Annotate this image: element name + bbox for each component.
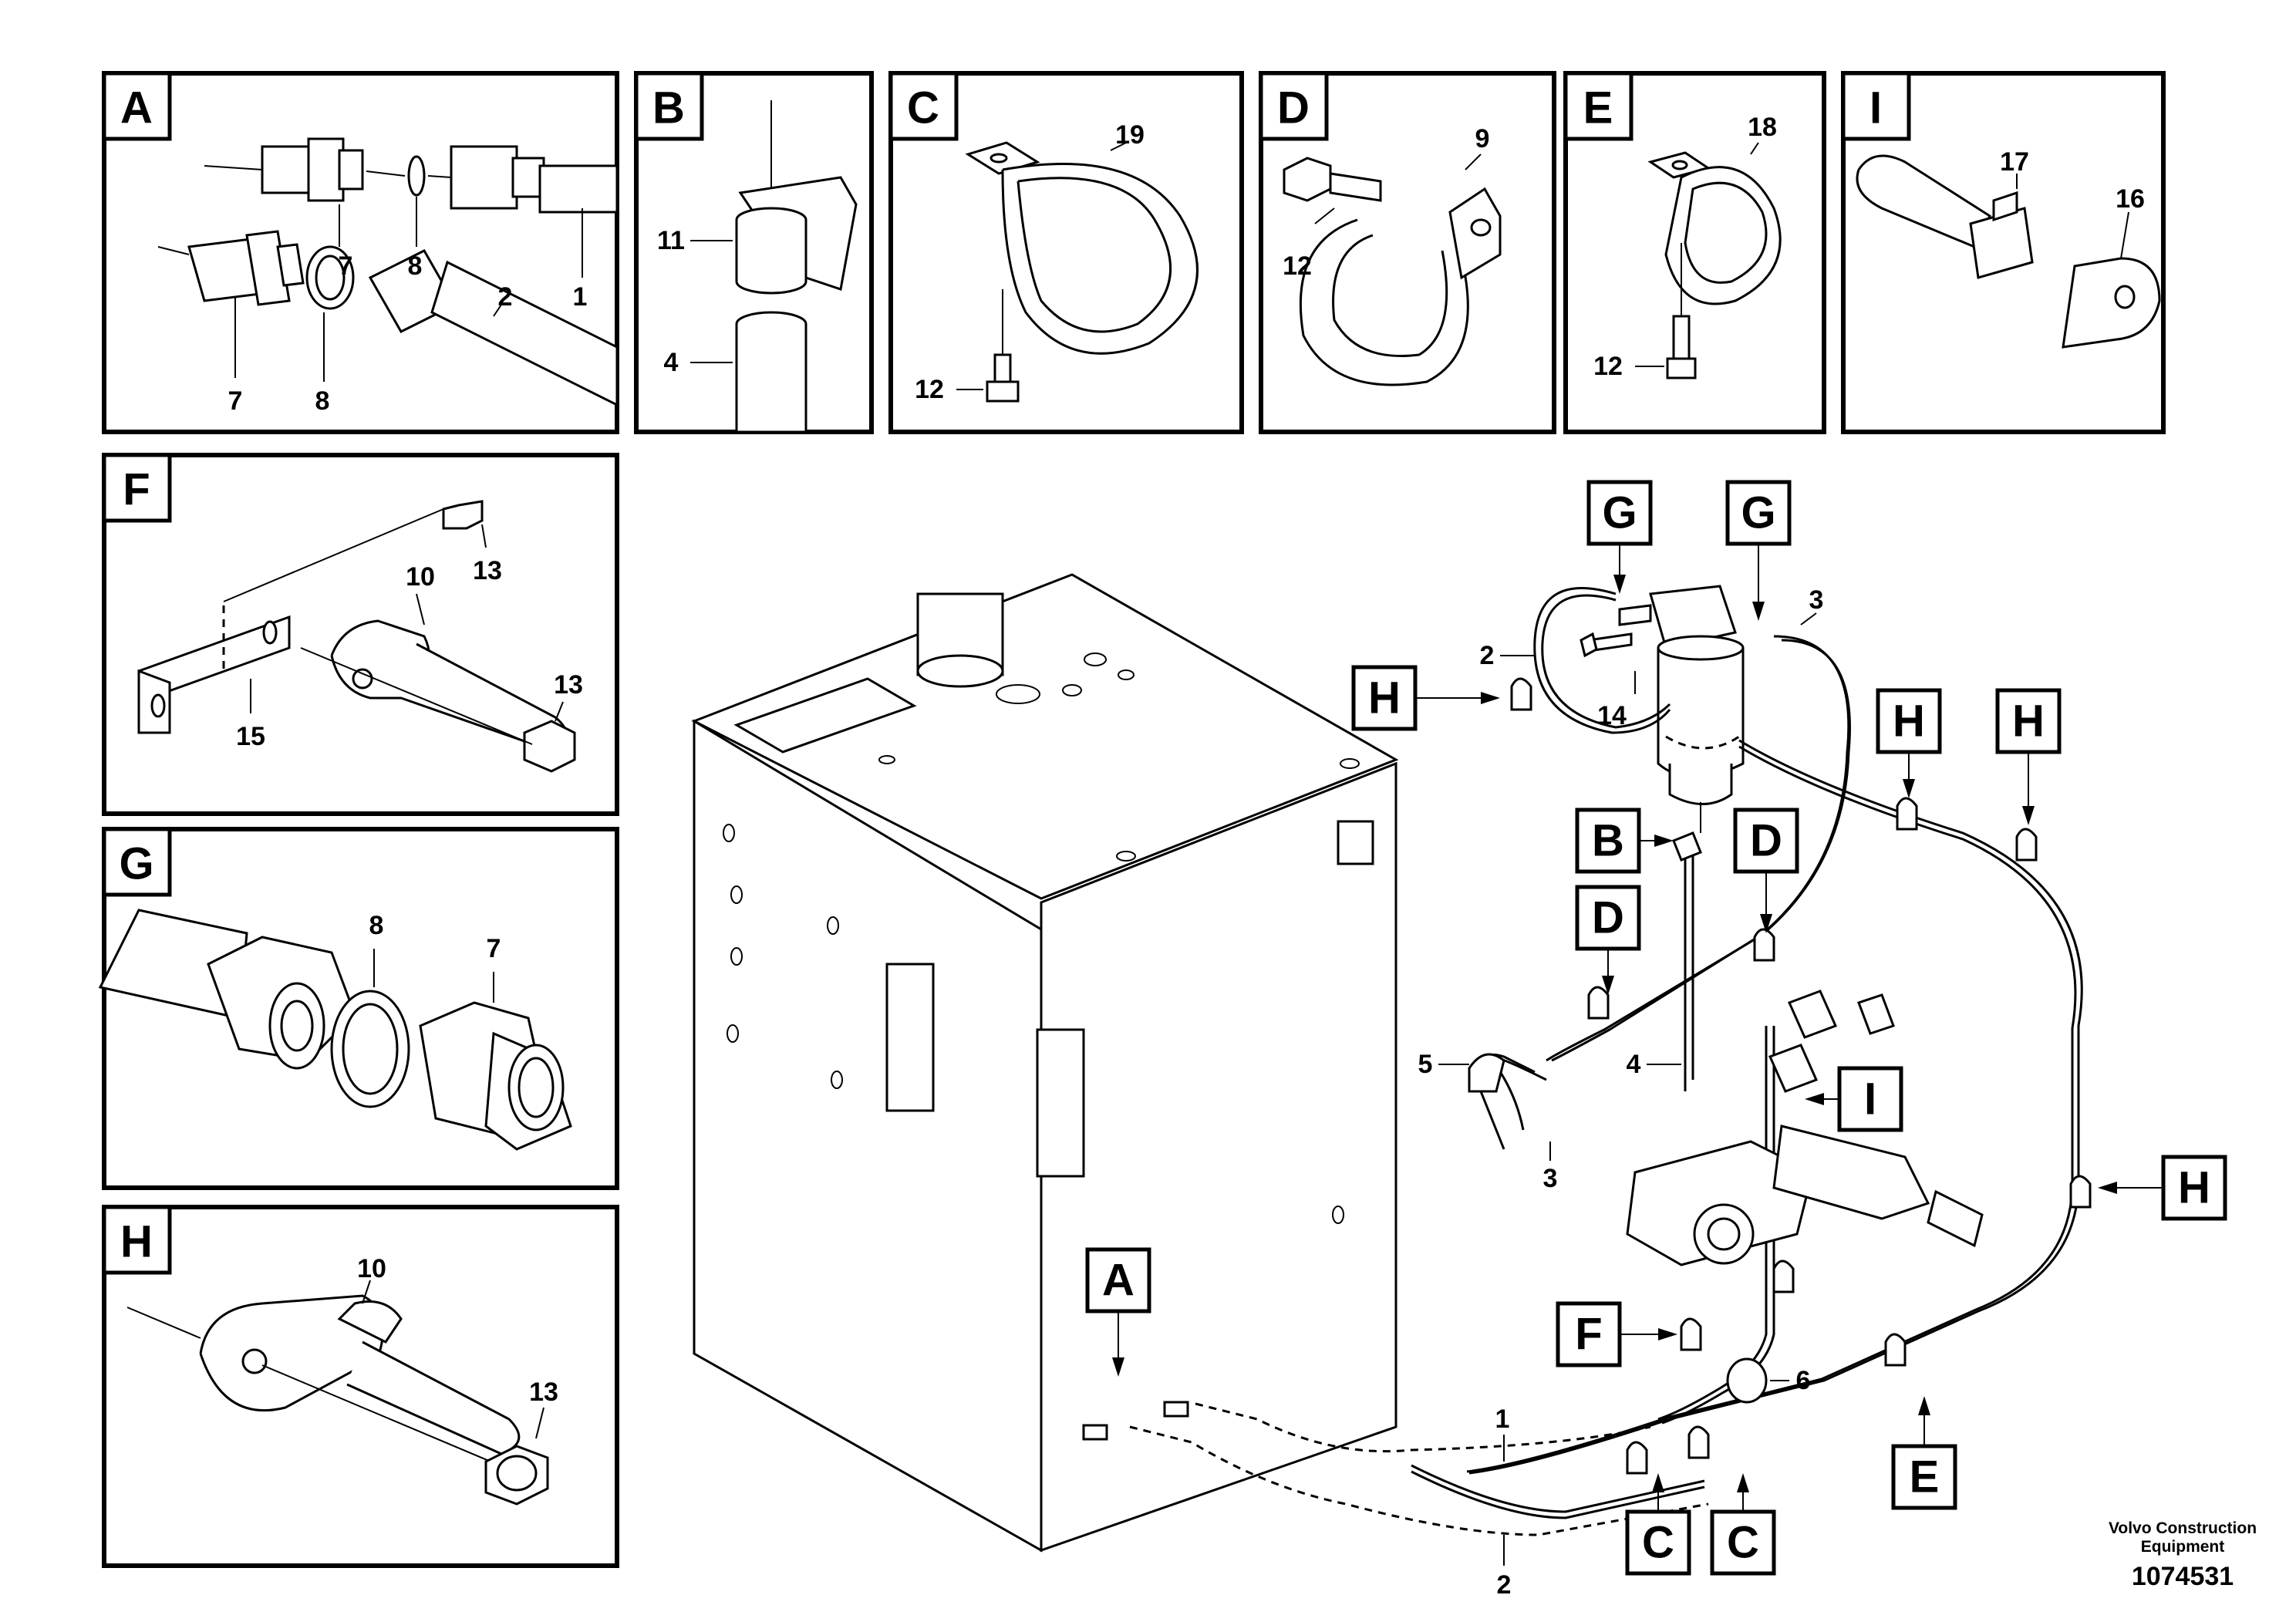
detail-panel-i: I 17 16: [1841, 71, 2166, 434]
label-f-13-lower: 13: [554, 670, 583, 700]
label-a-7-upper: 7: [339, 251, 353, 281]
label-a-7-lower: 7: [228, 386, 243, 416]
document-number: 1074531: [2132, 1562, 2234, 1591]
hose-clamps: [1468, 677, 2092, 1475]
label-main-2-lower: 2: [1497, 1570, 1512, 1600]
callout-c-left: C: [1642, 1518, 1674, 1568]
label-f-10: 10: [406, 562, 435, 592]
panel-letter-e: E: [1583, 83, 1613, 133]
label-main-3-upper: 3: [1809, 585, 1824, 615]
label-main-14: 14: [1597, 701, 1627, 730]
detail-panel-c: C 19 12: [888, 71, 1244, 434]
label-i-16: 16: [2116, 184, 2145, 214]
label-h-13: 13: [529, 1378, 558, 1407]
panel-letter-g: G: [119, 839, 153, 889]
label-main-1: 1: [1495, 1404, 1510, 1434]
detail-panel-g: G 8 7: [98, 827, 619, 1190]
injection-pump: [1626, 990, 1984, 1266]
panel-letter-d: D: [1277, 83, 1310, 133]
label-f-15: 15: [236, 722, 265, 751]
callout-f: F: [1575, 1310, 1602, 1360]
footer-credit: Volvo Construction Equipment 1074531: [2109, 1519, 2257, 1591]
detail-panel-d: D 9 12: [1259, 71, 1556, 434]
label-g-8: 8: [369, 911, 384, 940]
label-c-19: 19: [1115, 120, 1145, 150]
label-main-2-upper: 2: [1480, 641, 1495, 670]
panel-letter-c: C: [907, 83, 939, 133]
label-a-8-upper: 8: [408, 251, 423, 281]
callout-i: I: [1864, 1074, 1876, 1125]
panel-letter-f: F: [123, 465, 150, 515]
label-i-17: 17: [2000, 147, 2029, 177]
callout-g-right: G: [1741, 488, 1775, 538]
callout-h-lower: H: [2178, 1163, 2210, 1213]
label-c-12: 12: [915, 375, 944, 404]
label-d-9: 9: [1475, 124, 1490, 153]
callout-d-left: D: [1592, 893, 1624, 943]
credit-line-2: Equipment: [2141, 1538, 2225, 1556]
callout-h-left: H: [1368, 673, 1401, 723]
callout-group: G G H H H B D D: [1085, 480, 2227, 1576]
fuel-hoses: [1082, 587, 2083, 1536]
label-e-12: 12: [1593, 352, 1623, 381]
label-main-3-lower: 3: [1543, 1164, 1558, 1193]
callout-d-right: D: [1750, 816, 1782, 866]
label-a-1: 1: [573, 282, 588, 312]
callout-g-left: G: [1602, 488, 1637, 538]
label-main-6: 6: [1796, 1366, 1811, 1395]
detail-panel-h: H 10 13: [102, 1205, 619, 1568]
panel-letter-b: B: [652, 83, 685, 133]
panel-letter-i: I: [1870, 83, 1882, 133]
panel-letter-h: H: [120, 1217, 153, 1267]
credit-line-1: Volvo Construction: [2109, 1519, 2257, 1537]
fuel-tank: [691, 573, 1399, 1553]
label-b-4: 4: [664, 348, 679, 377]
label-main-4: 4: [1627, 1050, 1641, 1079]
detail-panel-f: F 15 10 13 13: [102, 453, 619, 816]
main-number-labels: 2 3 14 5 4 3 6 1 2: [1418, 585, 1824, 1600]
label-a-8-lower: 8: [315, 386, 330, 416]
main-assembly-drawing: [691, 573, 2092, 1553]
label-b-11: 11: [657, 226, 685, 255]
detail-panel-a: A 7 8 1 7 8 2: [102, 71, 619, 434]
callout-h-mid: H: [1893, 696, 1925, 747]
label-e-18: 18: [1748, 113, 1777, 142]
label-h-10: 10: [357, 1254, 386, 1283]
label-main-5: 5: [1418, 1050, 1433, 1079]
callout-a: A: [1102, 1256, 1135, 1306]
fuel-filter: [1580, 585, 1745, 833]
callout-c-right: C: [1727, 1518, 1759, 1568]
label-f-13-upper: 13: [473, 556, 502, 585]
label-d-12: 12: [1283, 251, 1312, 281]
label-g-7: 7: [487, 934, 501, 963]
detail-panel-b: B 11 4: [634, 71, 874, 434]
detail-panel-e: E 18 12: [1563, 71, 1826, 434]
callout-h-right: H: [2012, 696, 2045, 747]
callout-b: B: [1592, 816, 1624, 866]
callout-e: E: [1910, 1452, 1940, 1502]
panel-letter-a: A: [120, 83, 153, 133]
label-a-2: 2: [498, 282, 513, 312]
